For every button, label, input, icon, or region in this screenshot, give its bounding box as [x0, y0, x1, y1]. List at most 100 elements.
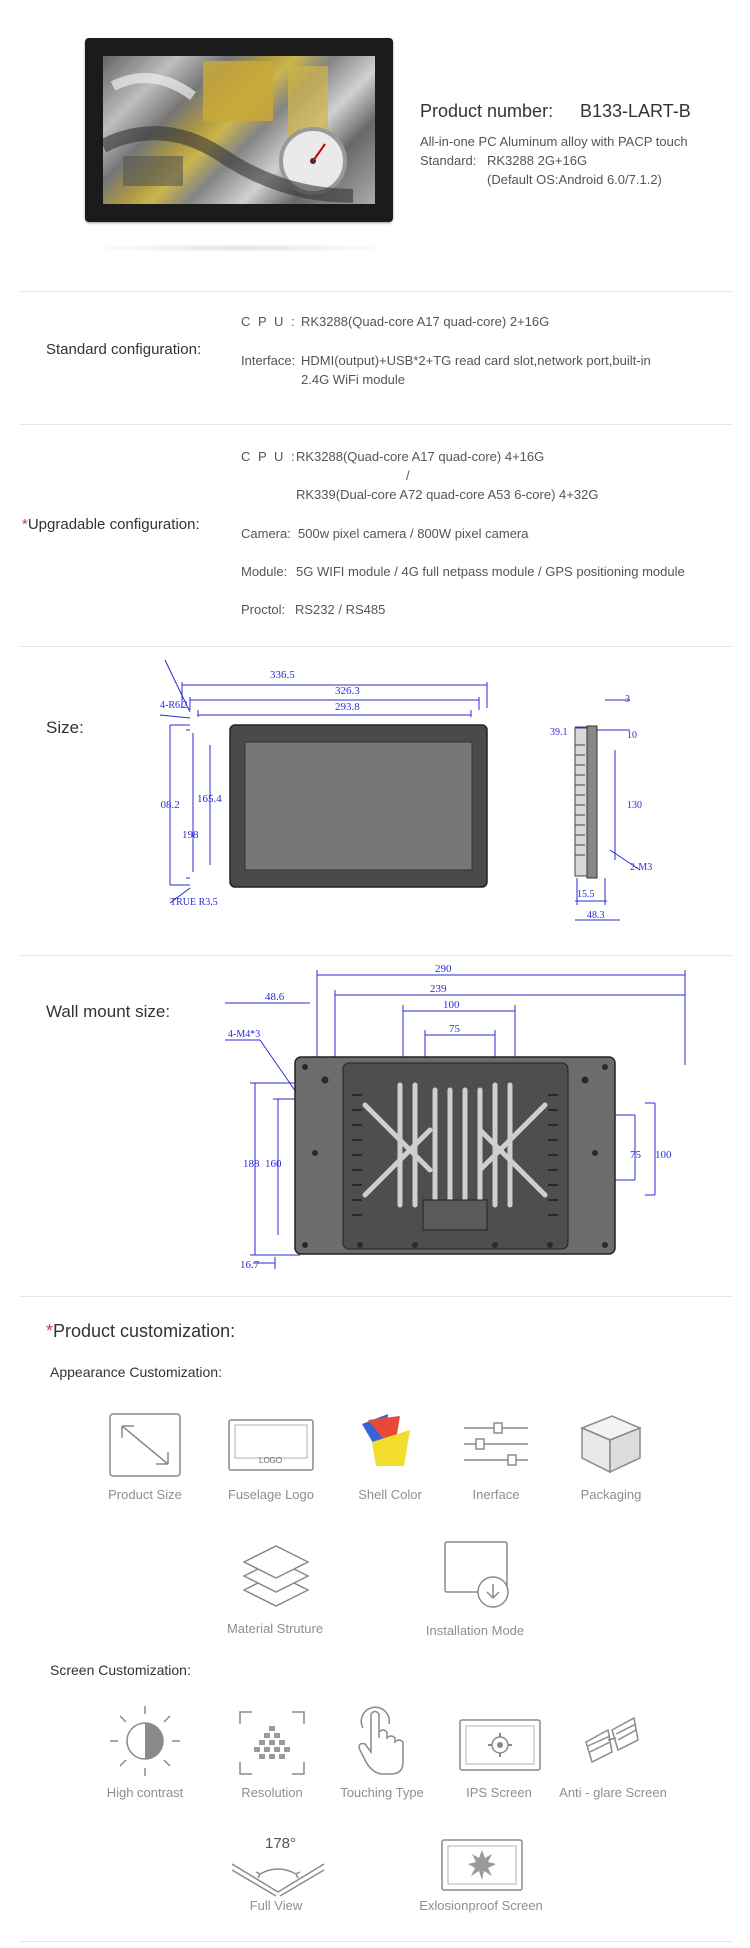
high-contrast-icon	[110, 1706, 180, 1776]
divider	[20, 955, 732, 956]
wm-dim-75: 75	[449, 1023, 461, 1035]
screen-title: Screen Customization:	[50, 1662, 191, 1678]
wm-dim-167: 16.7	[240, 1259, 260, 1271]
standard-config-title: Standard configuration:	[46, 341, 202, 358]
up-proctol-value: RS232 / RS485	[295, 602, 386, 617]
material-structure-icon	[242, 1545, 310, 1607]
installation-mode-label: Installation Mode	[425, 1623, 525, 1638]
default-os: (Default OS:Android 6.0/7.1.2)	[487, 172, 662, 187]
anti-glare-label: Anti - glare Screen	[559, 1785, 667, 1800]
dim-r62: 4-R6.2	[160, 700, 188, 711]
product-number-value: B133-LART-B	[580, 101, 691, 121]
product-number-label: Product number:	[420, 101, 553, 122]
std-interface-label: Interface:	[241, 353, 296, 368]
interface-icon	[464, 1422, 528, 1466]
divider	[20, 424, 732, 425]
size-side-drawing: 3 39.1 10 130 2-M3 15.5 48.3	[550, 694, 652, 921]
divider	[20, 646, 732, 647]
product-size-label: Product Size	[108, 1487, 182, 1502]
std-interface-value-2: 2.4G WiFi module	[301, 372, 406, 387]
product-number-label-text: Product number:	[420, 101, 554, 121]
side-dim-15: 15.5	[577, 889, 595, 900]
up-cpu-label: C P U :	[241, 449, 297, 464]
fuselage-logo-text: LOGO	[259, 1456, 283, 1465]
ips-screen-icon	[459, 1719, 541, 1771]
wm-dim-188: 188	[243, 1158, 260, 1170]
divider	[20, 1296, 732, 1297]
side-dim-130: 130	[627, 800, 642, 811]
size-front-drawing: 336.5 326.3 293.8 4-R6.2 208.2 198 165.4…	[160, 660, 488, 908]
side-dim-3: 3	[625, 694, 630, 705]
standard-value: RK3288 2G+16G	[487, 153, 588, 168]
appearance-title: Appearance Customization:	[50, 1364, 222, 1380]
full-view-label: Full View	[249, 1898, 303, 1913]
explosionproof-icon	[441, 1839, 523, 1891]
customization-title-wrap: *Product customization:	[46, 1321, 235, 1342]
installation-mode-icon	[444, 1541, 509, 1608]
material-structure-label: Material Struture	[226, 1621, 324, 1636]
divider	[20, 291, 732, 292]
interface-label: Inerface	[472, 1487, 520, 1502]
anti-glare-icon	[585, 1716, 639, 1764]
wm-dim-290: 290	[435, 963, 452, 975]
wm-dim-100-v: 100	[655, 1149, 672, 1161]
touching-type-label: Touching Type	[340, 1785, 424, 1800]
up-proctol-label: Proctol:	[241, 602, 286, 617]
shell-color-icon	[362, 1414, 410, 1466]
size-title: Size:	[46, 718, 84, 737]
fuselage-logo-icon	[228, 1419, 314, 1471]
up-module-value: 5G WIFI module / 4G full netpass module …	[296, 564, 685, 579]
dim-198: 198	[182, 829, 199, 841]
up-cpu-value-1: RK3288(Quad-core A17 quad-core) 4+16G	[296, 449, 545, 464]
standard-label: Standard:	[420, 153, 477, 168]
wm-dim-486: 48.6	[265, 991, 285, 1003]
resolution-icon	[239, 1711, 305, 1775]
touching-type-icon	[358, 1706, 404, 1775]
std-interface-value-1: HDMI(output)+USB*2+TG read card slot,net…	[301, 353, 651, 368]
wm-dim-100: 100	[443, 999, 460, 1011]
upgradable-config-title: Upgradable configuration:	[27, 516, 200, 533]
wall-mount-drawing: 290 239 100 75 48.6 4-M4*3 188 160 75 10…	[225, 963, 686, 1271]
up-cpu-sep: /	[406, 468, 410, 483]
product-shadow	[80, 244, 400, 252]
side-dim-m3: 2-M3	[630, 862, 652, 873]
side-dim-39: 39.1	[550, 727, 568, 738]
dim-r35: TRUE R3.5	[170, 897, 218, 908]
ips-screen-label: IPS Screen	[466, 1785, 532, 1800]
product-size-icon	[109, 1413, 181, 1477]
dim-326: 326.3	[335, 685, 360, 697]
required-star: *	[46, 1321, 54, 1341]
wall-mount-title: Wall mount size:	[46, 1002, 171, 1021]
explosionproof-label: Exlosionproof Screen	[419, 1898, 543, 1913]
full-view-angle: 178°	[265, 1835, 297, 1852]
upgradable-config-title-wrap: *Upgradable configuration:	[22, 516, 200, 533]
wm-dim-239: 239	[430, 983, 447, 995]
product-photo	[85, 38, 393, 222]
packaging-icon	[580, 1415, 642, 1474]
up-camera-label: Camera:	[241, 526, 291, 541]
fuselage-logo-label: Fuselage Logo	[227, 1487, 314, 1502]
wm-dim-75-v: 75	[630, 1149, 642, 1161]
required-star: *	[22, 516, 28, 533]
dim-336: 336.5	[270, 669, 295, 681]
dim-293: 293.8	[335, 701, 360, 713]
up-camera-value: 500w pixel camera / 800W pixel camera	[298, 526, 529, 541]
product-description: All-in-one PC Aluminum alloy with PACP t…	[420, 134, 688, 149]
divider	[20, 1941, 732, 1942]
customization-title: Product customization:	[53, 1321, 236, 1341]
dim-165: 165.4	[197, 793, 222, 805]
wm-dim-m4: 4-M4*3	[228, 1029, 260, 1040]
up-module-label: Module:	[241, 564, 288, 579]
side-dim-48: 48.3	[587, 910, 605, 921]
high-contrast-label: High contrast	[106, 1785, 184, 1800]
side-dim-10: 10	[627, 730, 637, 741]
std-cpu-value: RK3288(Quad-core A17 quad-core) 2+16G	[301, 314, 550, 329]
full-view-icon	[231, 1863, 325, 1897]
wm-dim-160: 160	[265, 1158, 282, 1170]
dim-208: 208.2	[160, 799, 180, 811]
std-cpu-label: C P U :	[241, 314, 297, 329]
packaging-label: Packaging	[580, 1487, 642, 1502]
product-screen-image	[103, 56, 375, 204]
shell-color-label: Shell Color	[358, 1487, 422, 1502]
resolution-label: Resolution	[241, 1785, 303, 1800]
